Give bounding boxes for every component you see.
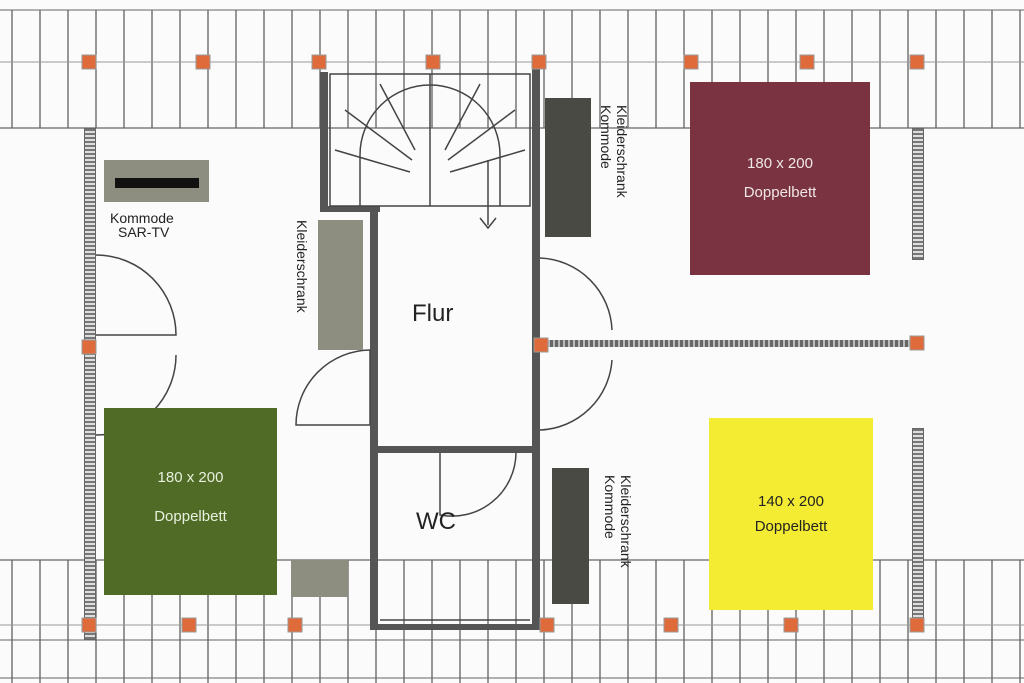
wardrobe-left — [318, 220, 363, 350]
wardrobe-label-line2: Kommode — [598, 105, 615, 169]
double-bed-bottom-left: 180 x 200 Doppelbett — [104, 408, 277, 595]
bed-size-label: 180 x 200 — [747, 155, 813, 172]
wardrobe-left-label: Kleiderschrank — [294, 220, 311, 313]
bed-size-label: 180 x 200 — [157, 469, 224, 486]
tv-icon — [115, 178, 199, 188]
wardrobe-dresser-bottom-label: Kleiderschrank Kommode — [602, 475, 634, 568]
wardrobe-label-line2: Kommode — [602, 475, 619, 539]
wardrobe-dresser-top — [545, 98, 591, 237]
dresser-label-line2: SAR-TV — [118, 224, 170, 240]
wardrobe-label-line1: Kleiderschrank — [614, 105, 631, 198]
double-bed-bottom-right: 140 x 200 Doppelbett — [709, 418, 873, 610]
bed-size-label: 140 x 200 — [758, 492, 824, 510]
wardrobe-dresser-top-label: Kleiderschrank Kommode — [598, 105, 630, 198]
bedroom-partition-wall — [540, 340, 920, 347]
hall-wall-left — [370, 210, 378, 630]
double-bed-top-right: 180 x 200 Doppelbett — [690, 82, 870, 275]
small-cabinet — [291, 560, 348, 597]
dresser-label: Kommode SAR-TV — [110, 210, 174, 240]
bed-type-label: Doppelbett — [154, 508, 227, 525]
west-wall — [84, 128, 96, 640]
room-label-hallway: Flur — [412, 300, 454, 327]
dresser-label-line1: Kommode — [110, 210, 174, 226]
bed-type-label: Doppelbett — [743, 183, 817, 201]
east-wall-upper — [912, 128, 924, 260]
wc-wall-top — [370, 446, 540, 453]
wardrobe-label-line1: Kleiderschrank — [618, 475, 635, 568]
stair-wall-left — [320, 72, 328, 212]
wc-wall-bottom — [370, 624, 540, 630]
stair-wall-bottom — [320, 206, 380, 212]
room-label-wc: WC — [416, 508, 456, 535]
wardrobe-dresser-bottom — [552, 468, 589, 604]
bed-type-label: Doppelbett — [754, 518, 828, 535]
